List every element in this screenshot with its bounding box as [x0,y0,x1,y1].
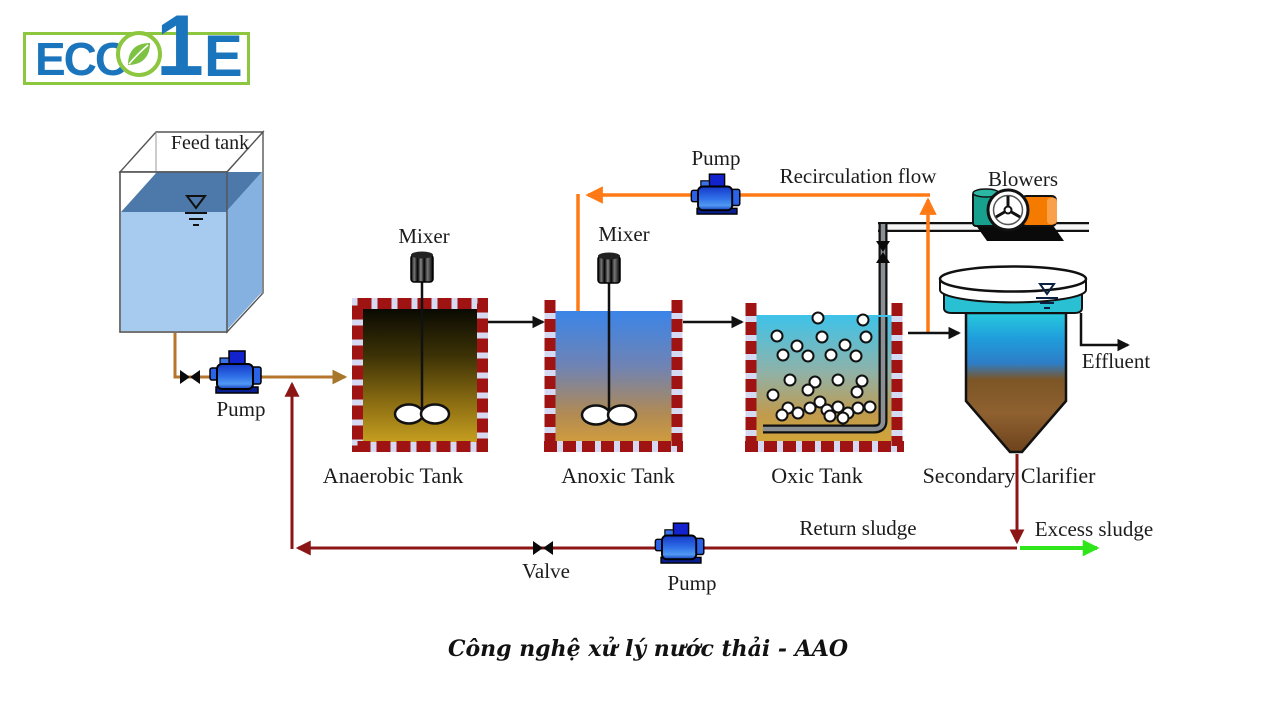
air-valve-icon [876,241,890,263]
logo-text-eco: ECO [35,33,131,85]
oxic-tank-label: Oxic Tank [771,463,863,488]
clarifier-level-icon [1036,283,1058,309]
logo-text-one: 1 [156,0,204,94]
clarifier-label: Secondary Clarifier [922,463,1096,488]
blowers-label: Blowers [988,167,1058,191]
feed-valve-icon [180,370,200,384]
blower [972,188,1064,241]
anaerobic-tank [352,298,488,452]
feed-tank-label: Feed tank [170,132,250,154]
pipe-effluent [1079,313,1130,352]
water-level-icon [185,195,207,226]
anoxic-tank-label: Anoxic Tank [561,463,675,488]
anoxic-mixer-label: Mixer [598,222,650,246]
recirc-pump-label: Pump [691,146,741,170]
sludge-pump-label: Pump [667,571,717,595]
ecoone-logo: ECO 1 E [23,0,263,95]
feed-pump [209,350,262,394]
feed-tank [118,130,265,334]
anaerobic-mixer-label: Mixer [398,224,450,248]
anaerobic-tank-label: Anaerobic Tank [322,463,464,488]
excess-sludge-label: Excess sludge [1034,517,1154,541]
recirculation-pump [690,173,741,216]
return-sludge-label: Return sludge [799,516,917,540]
oxic-tank [745,303,904,452]
figure-caption: Công nghệ xử lý nước thải - AAO [447,636,849,662]
pipe-feed [173,333,348,385]
leaf-icon [116,31,162,77]
recirculation-label: Recirculation flow [779,164,937,188]
secondary-clarifier [938,265,1088,454]
logo-text-e: E [204,24,243,89]
sludge-valve-icon [533,541,553,555]
anoxic-tank [544,300,683,452]
valve-label: Valve [522,559,570,583]
sludge-pump [654,522,705,564]
effluent-label: Effluent [1081,349,1151,373]
feed-pump-label: Pump [216,397,266,421]
oxic-bubbles [766,311,877,425]
